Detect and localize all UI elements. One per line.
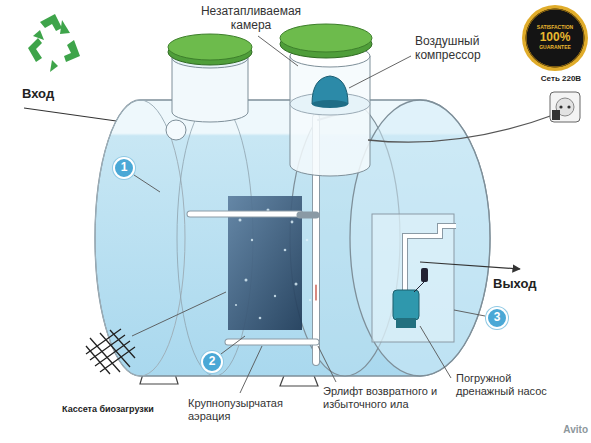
power-label: Сеть 220В: [534, 74, 588, 84]
part-label: Эрлифт возвратного и избыточного ила: [323, 385, 441, 411]
left-neck: [168, 34, 252, 122]
power-cord: [368, 114, 556, 142]
label-text: Воздушный компрессор: [415, 34, 515, 63]
outlet-arrow: [420, 262, 520, 269]
label-text: Эрлифт возвратного и избыточного ила: [323, 385, 441, 411]
leader-lines: [132, 36, 485, 393]
guarantee-badge: SATISFACTION100%GUARANTEE: [522, 5, 588, 71]
badge-text: 100%: [540, 31, 571, 45]
label-text: Кассета биозагрузки: [60, 404, 156, 415]
part-label: Крупнопузырчатая аэрация: [188, 397, 306, 423]
flow-label: Выход: [493, 276, 563, 292]
pump-chamber: [372, 214, 456, 342]
callout-number: 1: [113, 157, 135, 179]
power-socket: [550, 92, 580, 122]
badge-text: GUARANTEE: [539, 45, 571, 51]
flow-label: Вход: [22, 86, 82, 102]
label-text: Вход: [22, 86, 82, 102]
part-label: Воздушный компрессор: [415, 34, 515, 63]
callout-number: 3: [494, 311, 501, 325]
right-neck: [280, 24, 372, 176]
part-label: Незатапливаемая камера: [188, 4, 314, 33]
callout-number: 1: [121, 161, 128, 175]
callout-number: 2: [209, 355, 216, 369]
label-text: Незатапливаемая камера: [188, 4, 314, 33]
part-label: Кассета биозагрузки: [60, 404, 156, 415]
label-text: Сеть 220В: [534, 74, 588, 84]
bio-mesh-icon: [86, 329, 135, 374]
callout-number: 3: [486, 307, 508, 329]
part-label: Погружной дренажный насос: [456, 372, 556, 398]
callout-number: 2: [201, 351, 223, 373]
label-text: Крупнопузырчатая аэрация: [188, 397, 306, 423]
recycle-icon: [28, 14, 80, 72]
label-text: Погружной дренажный насос: [456, 372, 556, 398]
label-text: Выход: [493, 276, 563, 292]
watermark: Avito: [536, 424, 588, 436]
label-text: Avito: [536, 424, 588, 436]
